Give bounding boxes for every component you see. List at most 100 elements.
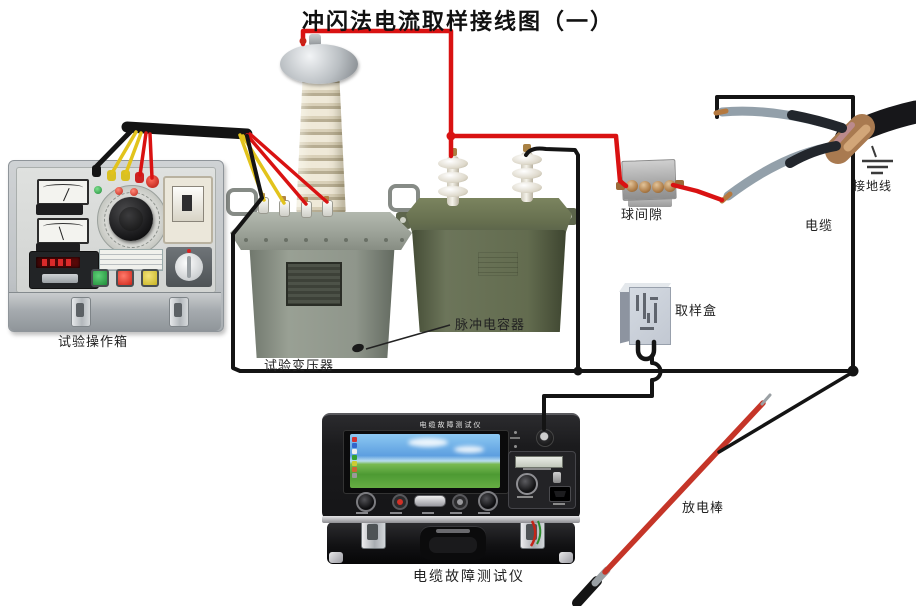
gap-ball-4 bbox=[664, 180, 676, 192]
indicator-green bbox=[94, 186, 102, 194]
cable-fault-tester: 电缆故障测试仪 bbox=[322, 413, 580, 520]
bus-junction-dot bbox=[573, 366, 583, 376]
test-button[interactable] bbox=[141, 269, 159, 287]
ball-gap-label: 球间隙 bbox=[621, 207, 664, 222]
tester-case-lower bbox=[327, 517, 575, 564]
desktop-icon[interactable] bbox=[352, 455, 357, 460]
tester-screen bbox=[350, 434, 500, 488]
hv-output-post[interactable] bbox=[536, 429, 554, 447]
desktop-icon[interactable] bbox=[352, 443, 357, 448]
transformer-dome-cap bbox=[280, 44, 358, 84]
sampling-box-print bbox=[634, 293, 664, 337]
switch-mark bbox=[187, 249, 191, 253]
desktop-icon[interactable] bbox=[352, 473, 357, 478]
tester-side-panel bbox=[508, 451, 576, 509]
power-inlet bbox=[549, 486, 571, 502]
transformer-label: 试验变压器 bbox=[264, 358, 335, 373]
bushing-terminal[interactable] bbox=[523, 144, 531, 152]
tiny-label bbox=[478, 512, 490, 514]
cable-core-lower-sheath bbox=[785, 141, 841, 168]
usb-slot[interactable] bbox=[414, 495, 446, 507]
rotary-knob[interactable] bbox=[175, 253, 203, 281]
toggle-switch[interactable] bbox=[553, 472, 561, 483]
stop-button[interactable] bbox=[116, 269, 134, 287]
tiny-label bbox=[356, 512, 368, 514]
sampling-box-label: 取样盒 bbox=[675, 303, 718, 318]
dome-terminal-red bbox=[299, 37, 307, 45]
cable-joint-tape bbox=[843, 124, 871, 152]
terminal-yellow-1[interactable] bbox=[107, 170, 116, 181]
tiny-label bbox=[510, 437, 520, 439]
capacitor-bushing-left bbox=[438, 148, 468, 208]
voltage-regulator-knob[interactable] bbox=[109, 197, 153, 241]
gap-stud-right bbox=[675, 180, 684, 188]
lv-terminal-1[interactable] bbox=[258, 193, 269, 214]
page-title: 冲闪法电流取样接线图（一） bbox=[301, 9, 614, 34]
front-knob-right[interactable] bbox=[478, 491, 498, 511]
case-band bbox=[9, 292, 221, 331]
tiny-label bbox=[390, 512, 402, 514]
terminal-yellow-2[interactable] bbox=[121, 170, 130, 181]
desktop-icon[interactable] bbox=[352, 467, 357, 472]
rod-collar bbox=[591, 566, 611, 587]
cable-core-upper-sheath bbox=[787, 110, 847, 133]
lv-terminal-2[interactable] bbox=[279, 196, 290, 217]
case-latch-left[interactable] bbox=[71, 297, 91, 327]
terminal-red-2[interactable] bbox=[146, 175, 159, 188]
desktop-icon[interactable] bbox=[352, 461, 357, 466]
corner-guard bbox=[329, 552, 343, 563]
tiny-label bbox=[450, 512, 462, 514]
voltage-adjust-knob[interactable] bbox=[516, 473, 538, 495]
front-button-grey[interactable] bbox=[452, 494, 468, 510]
gap-ball-1 bbox=[626, 180, 638, 192]
ground-wire-label: 接地线 bbox=[853, 179, 893, 193]
tiny-label bbox=[553, 503, 565, 505]
mini-lcd bbox=[515, 456, 563, 468]
transformer-lid bbox=[230, 212, 412, 250]
rod-tip bbox=[760, 393, 772, 406]
analog-meter-1 bbox=[37, 179, 89, 205]
power-cable bbox=[834, 100, 916, 151]
front-knob-left[interactable] bbox=[356, 492, 376, 512]
bushing-terminal[interactable] bbox=[449, 148, 457, 156]
terminal-black[interactable] bbox=[92, 165, 101, 177]
start-button[interactable] bbox=[91, 269, 109, 287]
core-tip-lower bbox=[719, 191, 733, 204]
meter-scale bbox=[43, 184, 83, 191]
capacitor-bushing-right bbox=[512, 144, 542, 204]
terminal-red-1[interactable] bbox=[135, 172, 144, 183]
led-readout bbox=[36, 257, 80, 268]
ground-symbol bbox=[862, 159, 893, 175]
lid-bolts bbox=[240, 238, 404, 244]
time-relay bbox=[163, 176, 213, 244]
tester-model-text: 电缆故障测试仪 bbox=[419, 422, 483, 429]
lv-terminal-3[interactable] bbox=[301, 197, 312, 218]
desktop-icon[interactable] bbox=[352, 437, 357, 442]
keypad[interactable] bbox=[42, 274, 78, 283]
lid-handle-left bbox=[226, 188, 258, 216]
supply-cable-bundle bbox=[121, 121, 253, 140]
desktop-icons bbox=[352, 437, 360, 478]
cable-core-ground-wire bbox=[715, 95, 855, 373]
desktop-icon[interactable] bbox=[352, 449, 357, 454]
tester-handle[interactable] bbox=[420, 526, 486, 560]
indicator-red-2 bbox=[130, 188, 138, 196]
case-latch-right[interactable] bbox=[169, 297, 189, 327]
gap-stud-left bbox=[616, 182, 625, 190]
discharge-rod-label: 放电棒 bbox=[682, 500, 725, 515]
lv-terminal-4[interactable] bbox=[322, 196, 333, 217]
operation-box-label: 试验操作箱 bbox=[58, 334, 129, 349]
tiny-label bbox=[422, 512, 434, 514]
cloud bbox=[454, 446, 484, 453]
capacitor-label: 脉冲电容器 bbox=[455, 317, 526, 332]
sampling-box bbox=[629, 287, 671, 345]
front-button-red[interactable] bbox=[392, 494, 408, 510]
gap-ball-3 bbox=[652, 181, 664, 193]
gap-ball-2 bbox=[639, 181, 651, 193]
tiny-label bbox=[517, 496, 533, 498]
cloud bbox=[408, 438, 448, 447]
meter-slot-1 bbox=[36, 204, 83, 215]
digital-timer-display bbox=[29, 251, 99, 289]
core-tip-upper bbox=[713, 108, 729, 116]
tester-label: 电缆故障测试仪 bbox=[413, 570, 525, 585]
